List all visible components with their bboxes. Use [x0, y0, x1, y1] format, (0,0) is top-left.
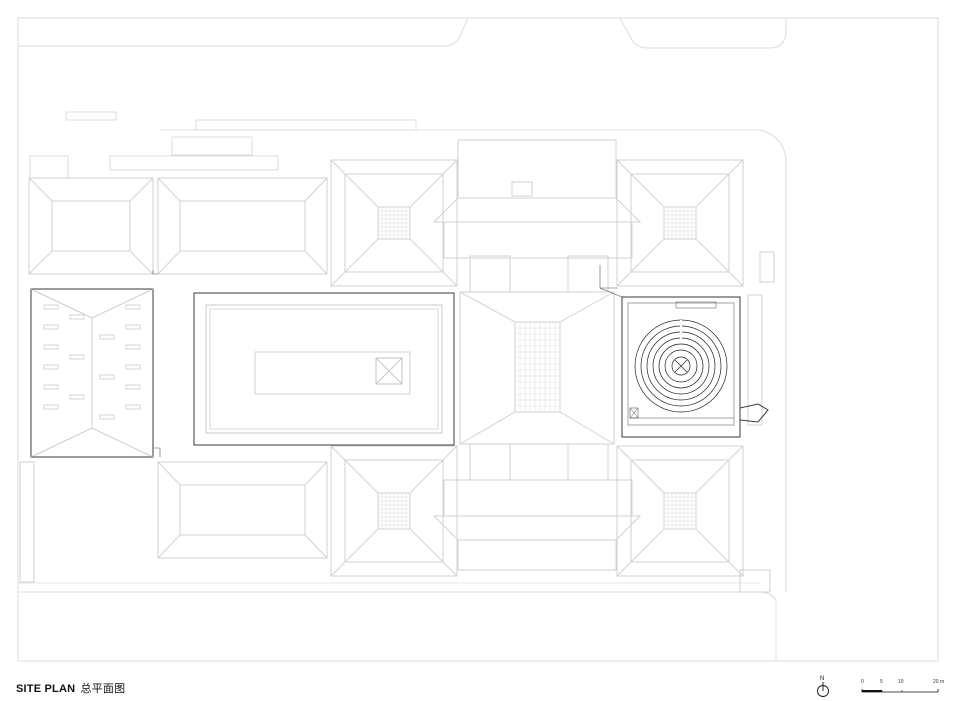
window-marks — [43, 304, 141, 420]
north-arrow-icon — [817, 682, 829, 697]
roof-buildings — [19, 139, 775, 593]
highlight-buildings — [30, 265, 769, 458]
grid-hatch — [378, 207, 696, 529]
scale-bar — [861, 689, 939, 693]
bottom-road — [18, 591, 777, 661]
north-label: N — [820, 676, 825, 682]
scale-tick-5: 5 — [880, 679, 883, 685]
title-en: SITE PLAN — [16, 683, 76, 695]
scale-tick-0: 0 — [861, 679, 864, 685]
title-cn: 总平面图 — [80, 682, 126, 695]
site-boundary — [17, 17, 939, 662]
scale-tick-10: 10 — [898, 679, 904, 685]
spiral-installation — [634, 319, 728, 413]
scale-tick-20: 20 m — [933, 679, 945, 685]
top-road — [18, 17, 787, 49]
drawing-title: SITE PLAN 总平面图 — [16, 680, 125, 696]
